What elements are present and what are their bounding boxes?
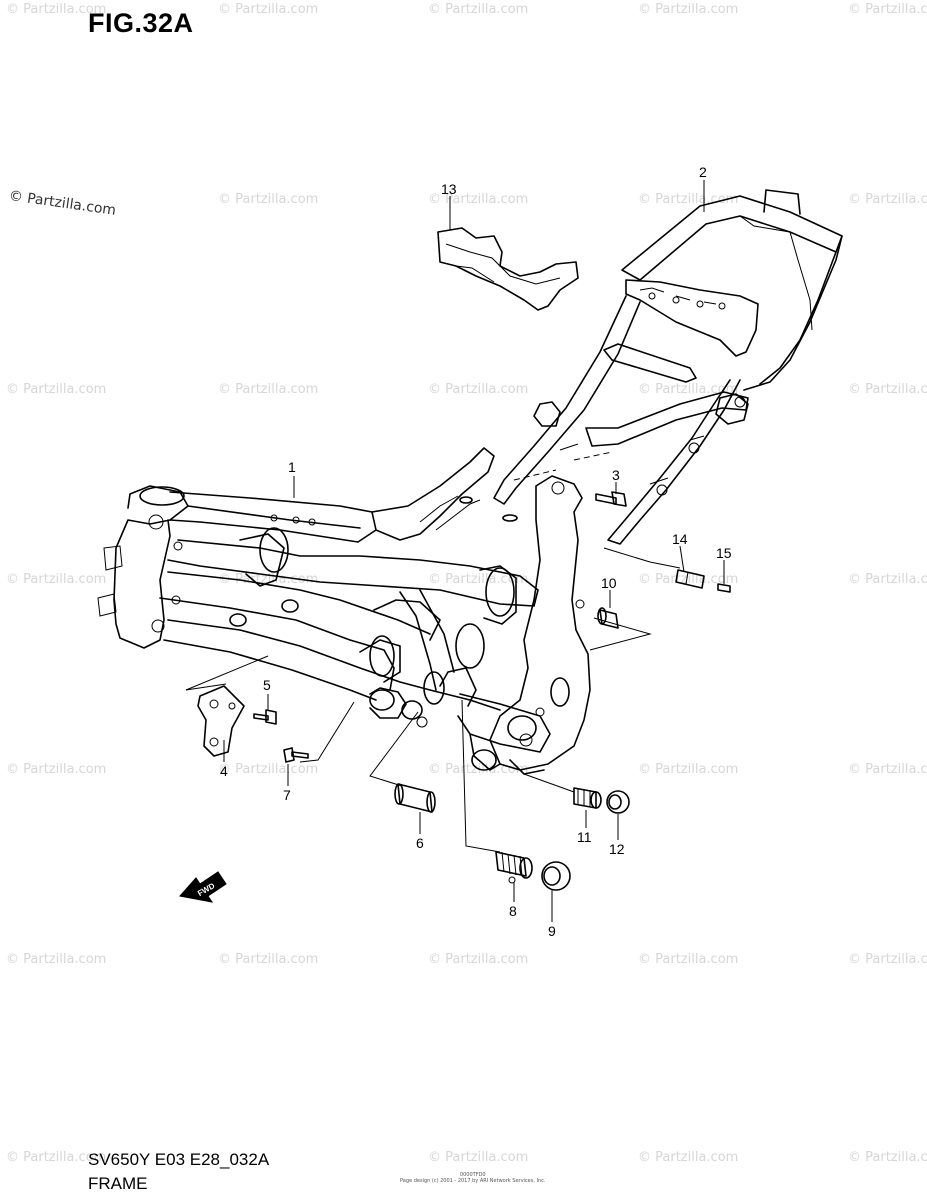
callout-9: 9	[548, 923, 556, 939]
watermark-tile: © Partzilla.com	[638, 2, 739, 17]
watermark-tile: © Partzilla.com	[6, 2, 107, 17]
part-12-collar[interactable]	[606, 790, 630, 814]
section-name: FRAME	[88, 1174, 148, 1193]
callout-leaders	[223, 180, 725, 922]
callout-3: 3	[612, 467, 620, 483]
watermark-tile: © Partzilla.com	[6, 1150, 107, 1165]
watermark-tile: © Partzilla.com	[6, 762, 107, 777]
watermark-tile: © Partzilla.com	[218, 2, 319, 17]
part-13-seat-cover[interactable]	[437, 227, 579, 311]
part-9-collar[interactable]	[541, 861, 571, 891]
callout-4: 4	[220, 763, 228, 779]
callout-1: 1	[288, 459, 296, 475]
watermark-tile: © Partzilla.com	[428, 2, 529, 17]
watermark-tile: © Partzilla.com	[848, 192, 927, 207]
figure-title: FIG.32A	[88, 8, 194, 38]
part-10-spacer[interactable]	[597, 607, 619, 629]
watermark-tile: © Partzilla.com	[638, 762, 739, 777]
watermark-tile: © Partzilla.com	[218, 762, 319, 777]
watermark-tile: © Partzilla.com	[218, 382, 319, 397]
part-4-bracket[interactable]	[197, 685, 245, 757]
watermark-tile: © Partzilla.com	[848, 1150, 927, 1165]
part-15-nut[interactable]	[717, 583, 731, 593]
watermark-tile: © Partzilla.com	[428, 572, 529, 587]
callout-13: 13	[441, 181, 457, 197]
watermark-tile: © Partzilla.com	[428, 952, 529, 967]
callout-labels: 1 2 3 4 5 6 7 8 9 10 11 12 13 14 15	[220, 164, 732, 939]
watermark-tile: © Partzilla.com	[428, 382, 529, 397]
watermark-tile: © Partzilla.com	[638, 382, 739, 397]
watermark-tile: © Partzilla.com	[638, 1150, 739, 1165]
watermark-tile: © Partzilla.com	[428, 192, 529, 207]
copyright-fine-print: 0000TFD0 Page design (c) 2001 - 2017 by …	[400, 1172, 546, 1184]
part-11-bushing[interactable]	[573, 787, 602, 809]
part-3-bolt[interactable]	[595, 491, 627, 507]
watermark-tile: © Partzilla.com	[848, 762, 927, 777]
callout-2: 2	[699, 164, 707, 180]
watermark-tile: © Partzilla.com	[6, 382, 107, 397]
watermark-tile: © Partzilla.com	[848, 952, 927, 967]
watermark-tile: © Partzilla.com	[638, 952, 739, 967]
callout-5: 5	[263, 677, 271, 693]
callout-7: 7	[283, 787, 291, 803]
part-14-clamp[interactable]	[675, 569, 705, 589]
watermark-tile: © Partzilla.com	[638, 572, 739, 587]
part-6-spacer[interactable]	[394, 783, 436, 813]
callout-15: 15	[716, 545, 732, 561]
part-1-main-frame[interactable]	[97, 447, 591, 775]
callout-11: 11	[577, 829, 592, 845]
watermark-tile: © Partzilla.com	[848, 382, 927, 397]
part-5-bolt[interactable]	[253, 709, 277, 725]
callout-10: 10	[601, 575, 617, 591]
callout-8: 8	[509, 903, 517, 919]
watermark-tile: © Partzilla.com	[6, 952, 107, 967]
fine-print-line-2: Page design (c) 2001 - 2017 by ARI Netwo…	[400, 1178, 546, 1184]
callout-12: 12	[609, 841, 625, 857]
watermark-tile: © Partzilla.com	[6, 572, 107, 587]
watermark-tile: © Partzilla.com	[218, 952, 319, 967]
watermark-tile: © Partzilla.com	[848, 572, 927, 587]
watermark-tile: © Partzilla.com	[428, 1150, 529, 1165]
part-7-bolt[interactable]	[283, 747, 309, 763]
dashed-callout-guides	[185, 451, 681, 853]
callout-14: 14	[672, 531, 688, 547]
watermark-tile: © Partzilla.com	[218, 572, 319, 587]
callout-6: 6	[416, 835, 424, 851]
watermark-tile: © Partzilla.com	[218, 192, 319, 207]
part-2-rear-subframe[interactable]	[493, 189, 843, 545]
part-8-bushing[interactable]	[495, 851, 533, 884]
fwd-arrow-icon: FWD	[179, 871, 227, 903]
fine-print-line-1: 0000TFD0	[459, 1172, 486, 1178]
model-code: SV650Y E03 E28_032A	[88, 1150, 270, 1169]
watermark-tile: © Partzilla.com	[848, 2, 927, 17]
